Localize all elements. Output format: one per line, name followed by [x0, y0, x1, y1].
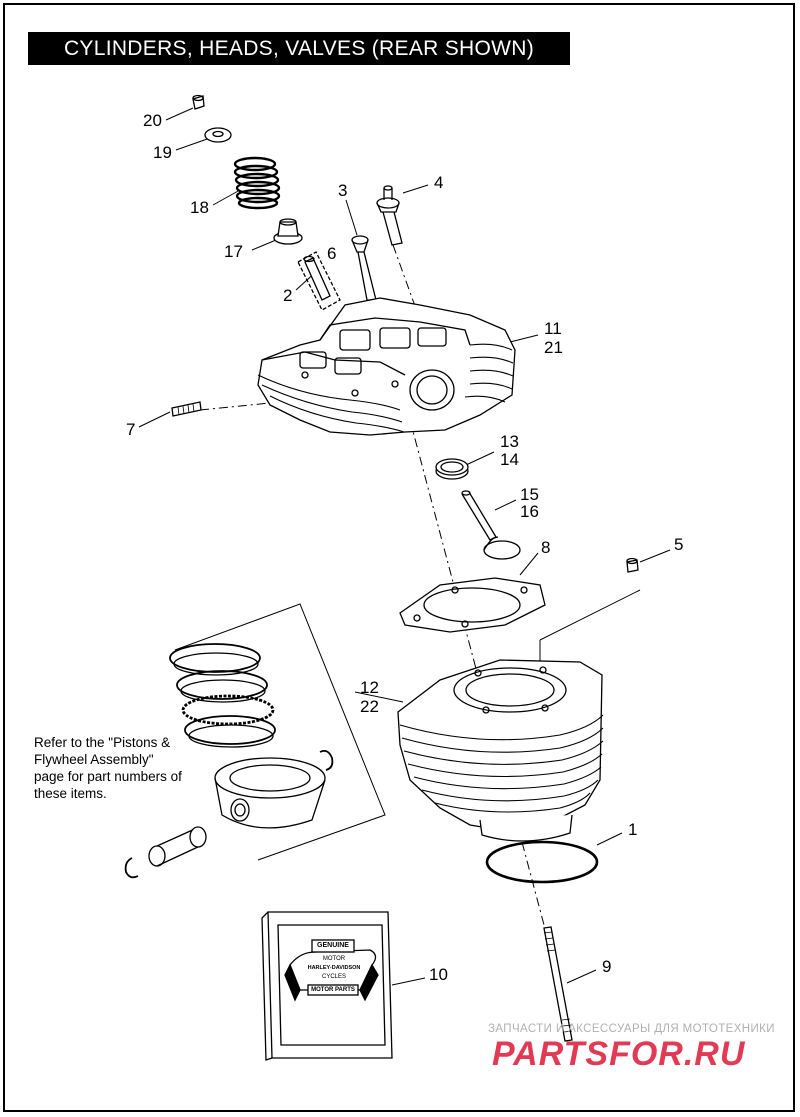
- piston-pin-circlip: [124, 857, 139, 879]
- piston-pin: [148, 826, 207, 867]
- part-2-valve-guide: [297, 251, 341, 311]
- part-12-cylinder: [397, 659, 604, 842]
- callout-7: 7: [126, 420, 136, 439]
- reference-note: Refer to the "Pistons & Flywheel Assembl…: [34, 734, 204, 802]
- part-4-valve: [376, 185, 403, 246]
- callout-14: 14: [500, 450, 519, 469]
- part-8-head-gasket: [399, 577, 546, 633]
- callout-4: 4: [434, 173, 444, 192]
- box-logo-genuine: GENUINE: [317, 942, 349, 949]
- note-line: these items.: [34, 786, 107, 801]
- callout-5: 5: [674, 535, 684, 554]
- part-19-retainer: [204, 127, 232, 143]
- part-13-valve-seat: [435, 458, 469, 480]
- part-3-valve: [351, 235, 377, 301]
- part-11-cylinder-head: [257, 297, 516, 436]
- part-7-dowel: [171, 401, 202, 417]
- part-1-o-ring: [485, 840, 599, 884]
- watermark-subtitle: ЗАПЧАСТИ И АКСЕССУАРЫ ДЛЯ МОТОТЕХНИКИ: [488, 1023, 775, 1035]
- callout-15: 15: [520, 485, 539, 504]
- callout-9: 9: [602, 957, 612, 976]
- part-15-intake-valve: [461, 490, 521, 560]
- box-logo-motor: MOTOR: [322, 956, 346, 962]
- leader-lines: [138, 107, 671, 986]
- piston: [214, 757, 326, 829]
- callout-3: 3: [338, 181, 348, 200]
- callout-20: 20: [143, 111, 162, 130]
- callout-22: 22: [360, 697, 379, 716]
- callout-17: 17: [224, 242, 243, 261]
- callout-6: 6: [327, 244, 337, 263]
- box-logo-harley: HARLEY-DAVIDSON: [307, 965, 361, 971]
- box-logo-motor-parts: MOTOR PARTS: [311, 987, 355, 993]
- piston-pin-circlip: [319, 749, 334, 771]
- callout-18: 18: [190, 198, 209, 217]
- callout-19: 19: [153, 143, 172, 162]
- callout-2: 2: [283, 286, 293, 305]
- callout-21: 21: [544, 338, 563, 357]
- piston-rings: [169, 643, 276, 748]
- watermark-site: PARTSFOR.RU: [492, 1035, 746, 1073]
- page-border: [3, 3, 795, 1112]
- callout-12: 12: [360, 678, 379, 697]
- piston-group-bracket: [174, 603, 386, 861]
- part-5-dowel-pin: [626, 557, 639, 573]
- callout-13: 13: [500, 432, 519, 451]
- page-title: CYLINDERS, HEADS, VALVES (REAR SHOWN): [28, 32, 570, 65]
- note-line: page for part numbers of: [34, 769, 182, 784]
- callout-10: 10: [429, 965, 448, 984]
- callout-16: 16: [520, 502, 539, 521]
- note-line: Refer to the "Pistons &: [34, 735, 171, 750]
- part-20-keeper: [192, 94, 205, 110]
- part-9-cylinder-stud: [543, 926, 573, 1042]
- part-18-valve-spring: [233, 156, 281, 210]
- box-logo-cycles: CYCLES: [321, 974, 346, 980]
- note-line: Flywheel Assembly": [34, 752, 154, 767]
- part-17-valve-seal: [273, 218, 303, 245]
- callout-11: 11: [544, 319, 562, 338]
- callout-1: 1: [628, 820, 638, 839]
- callout-8: 8: [541, 538, 551, 557]
- part-10-gasket-kit-box: [261, 911, 393, 1061]
